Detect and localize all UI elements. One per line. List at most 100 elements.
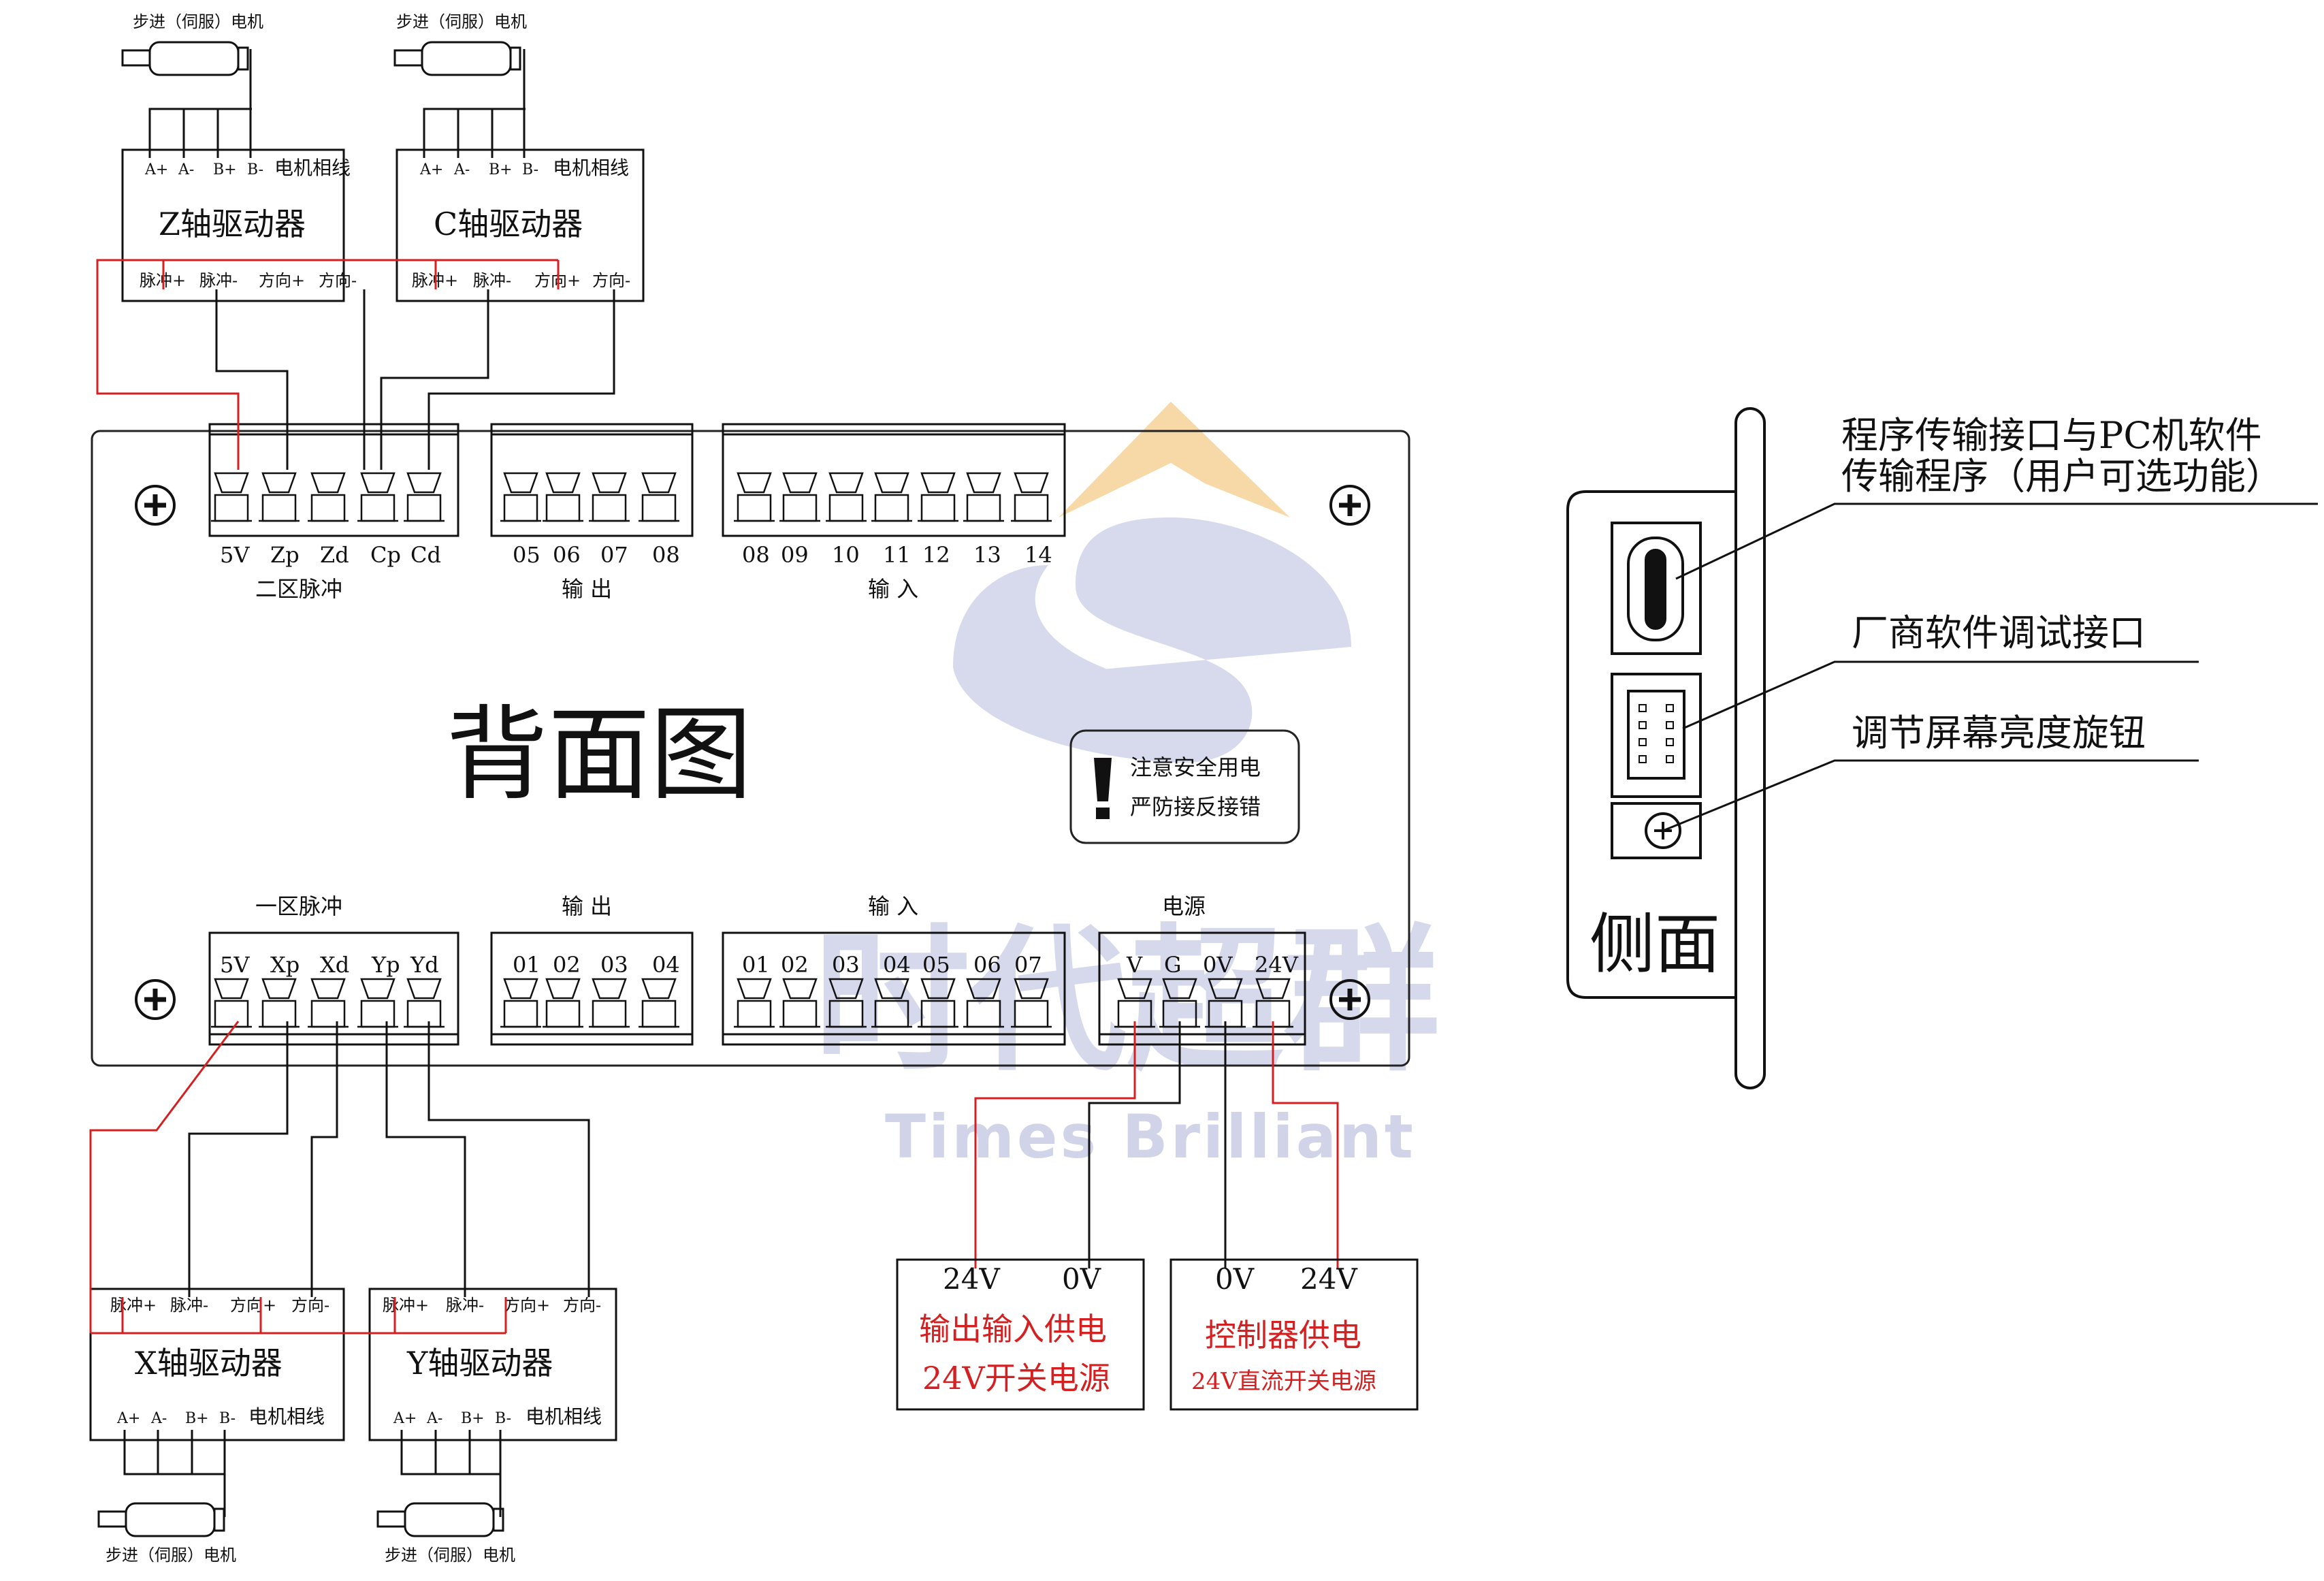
- pin-label: G: [1164, 952, 1182, 978]
- terminal-slot: [639, 472, 679, 522]
- exclamation-icon: [1094, 758, 1112, 819]
- pin-label: 13: [973, 542, 1001, 568]
- psu-io: [896, 1258, 1145, 1411]
- warning-box: 注意安全用电 严防接反接错: [1069, 729, 1300, 844]
- psu-ctrl: [1169, 1258, 1419, 1411]
- screw-icon: [1329, 485, 1370, 526]
- motor-z-label: 步进（伺服）电机: [133, 12, 263, 31]
- terminal-slot: [639, 978, 679, 1028]
- power-supplies: [896, 1258, 1419, 1411]
- pin-label: 03: [832, 952, 860, 978]
- phase-label: 电机相线: [248, 1405, 325, 1428]
- phase-pin: B+: [213, 161, 237, 178]
- pin-label: 0V: [1203, 952, 1233, 978]
- phase-label: 电机相线: [526, 1405, 602, 1428]
- connector-power: [1098, 931, 1306, 1046]
- driver-y-title: Y轴驱动器: [406, 1345, 553, 1382]
- screw-icon: [135, 485, 176, 526]
- phase-pin: B+: [185, 1410, 209, 1427]
- terminal-slot: [259, 472, 300, 522]
- pin-label: 24V: [1255, 952, 1299, 978]
- terminal-slot: [826, 978, 867, 1028]
- psu-ctrl-subtitle: 24V直流开关电源: [1191, 1368, 1376, 1395]
- terminal-slot: [918, 978, 958, 1028]
- pin-label: Xp: [270, 952, 300, 978]
- motor-icon: [97, 1502, 225, 1537]
- top-pin-labels: 5V Zp Zd Cp Cd 05 06 07 08 08 09 10 11 1…: [220, 542, 1052, 568]
- driver-pin: 脉冲-: [473, 271, 511, 290]
- driver-pin: 方向+: [259, 271, 305, 290]
- driver-y: [368, 1288, 617, 1441]
- watermark-cn: 时代超群: [813, 911, 1440, 1093]
- motors: [97, 41, 521, 1537]
- motor-icon: [393, 41, 521, 76]
- pin-label: 02: [553, 952, 581, 978]
- pin-label: 5V: [220, 952, 250, 978]
- phase-pin: A+: [116, 1410, 140, 1427]
- connector-input-top: [722, 423, 1066, 537]
- terminal-slot: [404, 472, 445, 522]
- pin-label: 14: [1024, 542, 1052, 568]
- bottom-pin-labels: 5V Xp Xd Yp Yd 01 02 03 04 01 02 03 04 0…: [220, 952, 1299, 978]
- terminal-slot: [543, 978, 583, 1028]
- group-label-output-top: 输 出: [562, 576, 612, 602]
- driver-c-title: C轴驱动器: [434, 206, 583, 242]
- pin-label: 04: [652, 952, 680, 978]
- terminal-slot: [357, 472, 398, 522]
- connector-output-top: [490, 423, 694, 537]
- group-label-pulse2: 二区脉冲: [255, 576, 342, 602]
- page-title: 背面图: [446, 696, 752, 814]
- pin-label: Zp: [270, 542, 300, 568]
- terminal-slot: [871, 472, 912, 522]
- group-label-input-top: 输 入: [868, 576, 918, 602]
- driver-z-title: Z轴驱动器: [159, 206, 306, 242]
- phase-pin: A+: [419, 161, 443, 178]
- pin-label: 06: [553, 542, 581, 568]
- pin-label: 05: [513, 542, 540, 568]
- pin-label: 05: [922, 952, 950, 978]
- watermark-logo-roof: [1059, 402, 1290, 517]
- terminal-slot: [589, 472, 630, 522]
- wires-red: [89, 259, 1339, 1335]
- terminal-slot: [404, 978, 445, 1028]
- terminal-slot: [734, 472, 775, 522]
- connector-output-bottom: [490, 931, 694, 1046]
- driver-c: [396, 148, 645, 302]
- driver-x-title: X轴驱动器: [135, 1345, 283, 1382]
- psu-ctrl-title: 控制器供电: [1205, 1317, 1361, 1354]
- terminal-slot: [589, 978, 630, 1028]
- pin-label: 5V: [220, 542, 250, 568]
- pin-label: 01: [513, 952, 540, 978]
- warning-line1: 注意安全用电: [1130, 754, 1261, 780]
- driver-pin: 脉冲-: [446, 1296, 484, 1315]
- terminal-slot: [308, 472, 349, 522]
- callout-knob: [1662, 759, 2199, 832]
- group-label-input-bottom: 输 入: [868, 893, 918, 919]
- terminal-slot: [779, 978, 820, 1028]
- pin-label: 07: [1014, 952, 1042, 978]
- phase-pin: A+: [393, 1410, 417, 1427]
- brightness-knob: [1611, 802, 1702, 859]
- terminal-slot: [918, 472, 958, 522]
- terminal-slot: [871, 978, 912, 1028]
- side-frame-bar: [1734, 407, 1766, 1089]
- watermark-en: Times Brilliant: [885, 1102, 1416, 1172]
- top-connectors: [208, 423, 1066, 537]
- pin-label: Zd: [320, 542, 349, 568]
- pin-label: 10: [832, 542, 860, 568]
- connector-input-bottom: [722, 931, 1066, 1046]
- driver-pin: 方向+: [230, 1296, 276, 1315]
- warning-line2: 严防接反接错: [1130, 794, 1261, 820]
- pin-label: Yp: [371, 952, 400, 978]
- pin-label: 02: [781, 952, 809, 978]
- callout-debug: [1682, 660, 2199, 730]
- terminal-slot: [779, 472, 820, 522]
- phase-pin: B-: [522, 161, 538, 178]
- driver-pin: 脉冲+: [110, 1296, 157, 1315]
- phase-pin: B-: [247, 161, 263, 178]
- driver-x: [89, 1288, 345, 1441]
- driver-pin: 方向-: [563, 1296, 601, 1315]
- mount-screws: [135, 485, 1370, 1020]
- pin-label: 01: [742, 952, 770, 978]
